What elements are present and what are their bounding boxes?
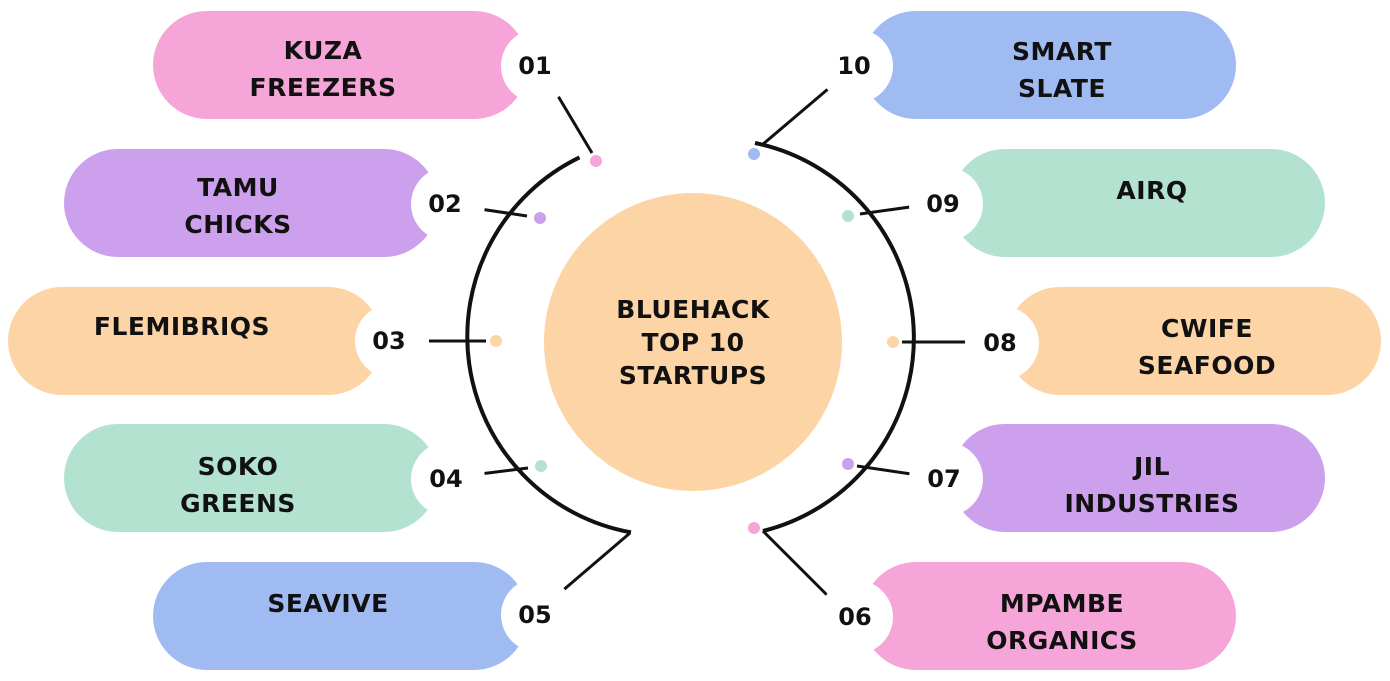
startup-name: FLEMIBRIQS bbox=[93, 311, 271, 341]
number-badge bbox=[909, 442, 983, 516]
number-badge bbox=[355, 304, 429, 378]
startup-pill bbox=[64, 424, 438, 532]
startup-pill bbox=[153, 562, 528, 670]
startup-number: 01 bbox=[518, 52, 552, 80]
startup-pill bbox=[153, 11, 528, 119]
startup-pill bbox=[862, 562, 1236, 670]
center-title: BLUEHACK TOP 10 STARTUPS bbox=[616, 294, 770, 390]
startup-pill bbox=[951, 149, 1325, 257]
center-hub: BLUEHACK TOP 10 STARTUPS bbox=[544, 193, 842, 491]
number-badge bbox=[501, 29, 575, 103]
number-badge bbox=[501, 578, 575, 652]
connector-dot bbox=[885, 334, 901, 350]
startup-name: SMART SLATE bbox=[1012, 37, 1112, 103]
startup-name: TAMU CHICKS bbox=[184, 173, 292, 239]
number-badge bbox=[965, 306, 1039, 380]
connector-dot bbox=[840, 208, 856, 224]
startup-number: 07 bbox=[927, 465, 961, 493]
startup-pill bbox=[1006, 287, 1381, 395]
connector-line bbox=[761, 87, 829, 147]
startup-number: 06 bbox=[838, 603, 872, 631]
startup-number: 04 bbox=[429, 465, 463, 493]
connector-line bbox=[859, 204, 918, 216]
startup-pill bbox=[64, 149, 438, 257]
number-badge bbox=[909, 167, 983, 241]
connector-line bbox=[761, 529, 832, 600]
startup-number: 09 bbox=[926, 190, 960, 218]
startup-pill bbox=[8, 287, 382, 395]
outer-ring-right-arc bbox=[754, 141, 916, 533]
startup-name: CWIFE SEAFOOD bbox=[1137, 314, 1277, 380]
number-badge bbox=[411, 442, 485, 516]
startup-number: 10 bbox=[837, 52, 871, 80]
startup-name: JIL INDUSTRIES bbox=[1064, 452, 1240, 518]
number-badge bbox=[819, 580, 893, 654]
startup-name: MPAMBE ORGANICS bbox=[986, 589, 1138, 655]
startup-pill bbox=[951, 424, 1325, 532]
startup-number: 05 bbox=[518, 601, 552, 629]
connector-line bbox=[479, 207, 528, 218]
startup-number: 08 bbox=[983, 329, 1017, 357]
startup-name: AIRQ bbox=[1116, 175, 1188, 205]
connector-dot bbox=[746, 520, 762, 536]
connector-dot bbox=[488, 333, 504, 349]
startup-name: SEAVIVE bbox=[267, 588, 389, 618]
startup-name: SOKO GREENS bbox=[180, 452, 296, 518]
connector-dot bbox=[746, 146, 762, 162]
startup-pill bbox=[862, 11, 1236, 119]
startup-name: KUZA FREEZERS bbox=[249, 36, 397, 102]
startup-number: 03 bbox=[372, 327, 406, 355]
number-badge bbox=[819, 29, 893, 103]
outer-ring-left-arc bbox=[465, 155, 632, 535]
connector-line bbox=[856, 464, 919, 477]
connector-dot bbox=[588, 153, 604, 169]
connector-dot bbox=[840, 456, 856, 472]
connector-line bbox=[560, 531, 631, 594]
number-badge bbox=[411, 167, 485, 241]
connector-dot bbox=[533, 458, 549, 474]
connector-line bbox=[479, 466, 529, 476]
connector-dot bbox=[532, 210, 548, 226]
connector-line bbox=[556, 95, 594, 154]
startup-number: 02 bbox=[428, 190, 462, 218]
